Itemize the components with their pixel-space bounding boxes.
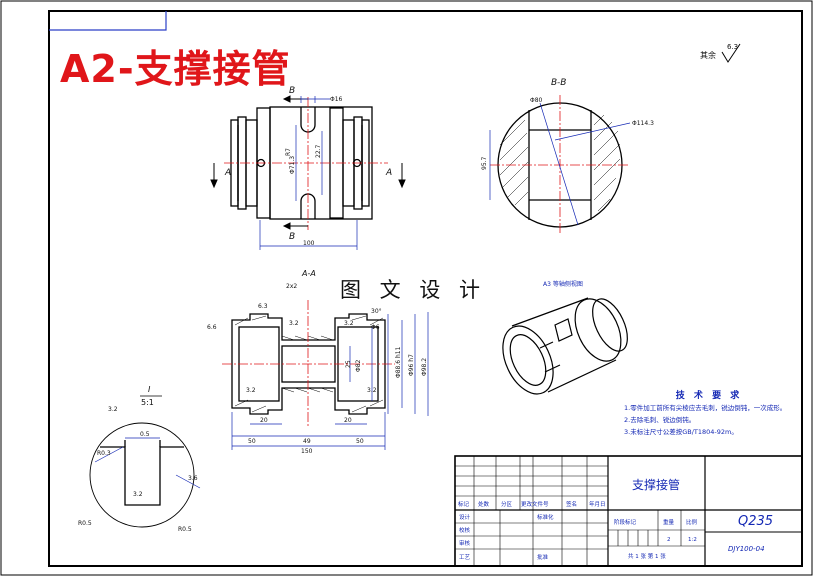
inner-frame	[48, 10, 803, 567]
aa-outer-profile	[231, 313, 386, 415]
title-block-text: 标记 处数 分区 更改文件号 签名 年月日 设计 校核 审核 工艺 标准化 批准…	[458, 500, 698, 561]
aa-hatching	[234, 315, 384, 413]
tb-label-check: 校核	[459, 526, 471, 534]
tech-req-item-3: 3.未标注尺寸公差按GB/T1804-92m。	[624, 428, 738, 436]
tb-material: Q235	[738, 514, 773, 529]
tb-weight-value: 2	[667, 537, 671, 543]
aa-dim-outer-c: Φ98.2	[421, 358, 428, 376]
tb-row-label-count: 处数	[478, 500, 490, 508]
tb-row-label-change-doc: 更改文件号	[521, 500, 549, 508]
roughness-other-label: 其余	[700, 50, 716, 60]
tb-drawing-no: DJY100-04	[728, 545, 765, 553]
aa-centerlines	[222, 300, 395, 428]
tb-label-process: 工艺	[459, 554, 471, 561]
iso-view	[502, 297, 628, 395]
title-block-frame	[454, 455, 803, 567]
aa-dim-offset: 6.6	[207, 324, 217, 331]
tb-part-name: 支撑接管	[632, 477, 680, 492]
front-dim-radius: R7	[285, 148, 292, 156]
roughness-other-value: 6.3	[727, 43, 738, 51]
bb-hatching	[499, 114, 621, 212]
tb-row-label-mark: 标记	[458, 500, 470, 508]
detail-roughness-bottom: 3.2	[133, 491, 143, 498]
front-dim-length: 100	[303, 240, 315, 247]
tech-req-item-2: 2.去除毛刺、锐边倒钝。	[624, 416, 696, 424]
aa-dim-outer-a: Φ88.6 h11	[395, 346, 402, 378]
tech-req-item-1: 1.零件加工前所有尖棱应去毛刺，锐边倒钝，一次成形。	[624, 404, 787, 412]
tb-label-standardization: 标准化	[537, 513, 554, 521]
detail-title: I	[148, 385, 151, 394]
bb-dimension-lines	[489, 102, 631, 226]
front-section-arrows	[210, 95, 406, 230]
aa-view-title: A-A	[301, 269, 316, 278]
detail-roughness-top: 3.2	[108, 406, 118, 413]
bb-view-title: B-B	[551, 78, 566, 88]
aa-dim-hole: Φ6	[371, 324, 380, 331]
tb-label-approve: 批准	[537, 553, 549, 561]
detail-dim-radius-top: R0.3	[97, 450, 111, 457]
front-dim-diameter: Φ71.3	[289, 156, 296, 174]
drawing-title: A2-支撑接管	[60, 47, 291, 91]
front-centerlines	[224, 97, 388, 230]
tb-row-label-sign: 签名	[566, 500, 577, 508]
aa-dim-groove-left: 20	[260, 417, 268, 424]
bb-dim-outer: Φ114.3	[632, 120, 654, 127]
tb-sheet-count: 共 1 张 第 1 张	[628, 552, 666, 560]
tech-req-heading: 技 术 要 求	[675, 391, 743, 401]
bb-centerlines	[490, 95, 630, 235]
front-dim-inner: 22.7	[315, 144, 322, 158]
tb-scale-value: 1:2	[688, 537, 697, 543]
aa-dim-chamfer: 2x2	[286, 283, 297, 290]
bb-dim-inner: Φ80	[530, 97, 543, 104]
tb-scale-header: 比例	[686, 518, 698, 526]
aa-dim-angle: 30°	[371, 308, 382, 315]
tb-stage-header: 阶段标记	[614, 518, 637, 526]
detail-dim-radius-left: R0.5	[78, 520, 92, 527]
aa-dim-roughness-e: 3.2	[367, 387, 377, 394]
detail-dim-radius-right: R0.5	[178, 526, 192, 533]
tb-weight-header: 重量	[663, 518, 675, 526]
tb-row-label-zone: 分区	[501, 500, 513, 508]
iso-front-face	[502, 325, 554, 395]
tb-label-design: 设计	[459, 513, 471, 521]
aa-dim-bore: Φ82	[355, 359, 362, 372]
tb-label-review: 审核	[459, 539, 471, 547]
detail-dimension-lines	[94, 437, 201, 489]
tb-row-label-date: 年月日	[589, 500, 606, 508]
aa-dim-roughness-a: 6.3	[258, 303, 268, 310]
front-arrow-label-left: A	[224, 168, 231, 178]
detail-dim-chamfer: 0.5	[140, 431, 150, 438]
detail-dim-depth: 3.6	[188, 475, 198, 482]
front-section-label-top: B	[289, 86, 295, 96]
aa-dim-middle: 49	[303, 438, 311, 445]
front-arrow-label-right: A	[385, 168, 392, 178]
aa-dim-roughness-c: 3.2	[344, 320, 354, 327]
detail-groove-outline	[100, 446, 184, 506]
detail-view	[89, 422, 195, 528]
detail-scale: 5:1	[141, 398, 154, 407]
aa-dim-outer-b: Φ96 h7	[408, 354, 415, 376]
aa-dim-roughness-b: 3.2	[289, 320, 299, 327]
bb-dim-height: 95.7	[481, 156, 488, 170]
roughness-other-symbol: 6.3	[721, 43, 741, 63]
aa-dim-groove-right: 20	[344, 417, 352, 424]
aa-dim-inner-height: 25	[345, 360, 352, 368]
aa-dim-total: 150	[301, 448, 313, 455]
watermark-text: 图 文 设 计	[338, 274, 489, 304]
front-dim-slot-width: Φ16	[330, 96, 343, 103]
aa-dim-roughness-d: 3.2	[246, 387, 256, 394]
iso-caption: A3 等轴侧视图	[543, 280, 583, 288]
front-section-label-bottom: B	[289, 232, 295, 242]
technical-requirements: 技 术 要 求 1.零件加工前所有尖棱应去毛刺，锐边倒钝，一次成形。 2.去除毛…	[624, 390, 794, 438]
front-dimension-lines	[259, 96, 358, 250]
aa-dim-right: 50	[356, 438, 364, 445]
aa-dimension-lines	[231, 312, 429, 450]
title-block	[454, 455, 803, 567]
origin-marker	[49, 11, 167, 31]
aa-dim-left: 50	[248, 438, 256, 445]
detail-circle	[89, 422, 195, 528]
